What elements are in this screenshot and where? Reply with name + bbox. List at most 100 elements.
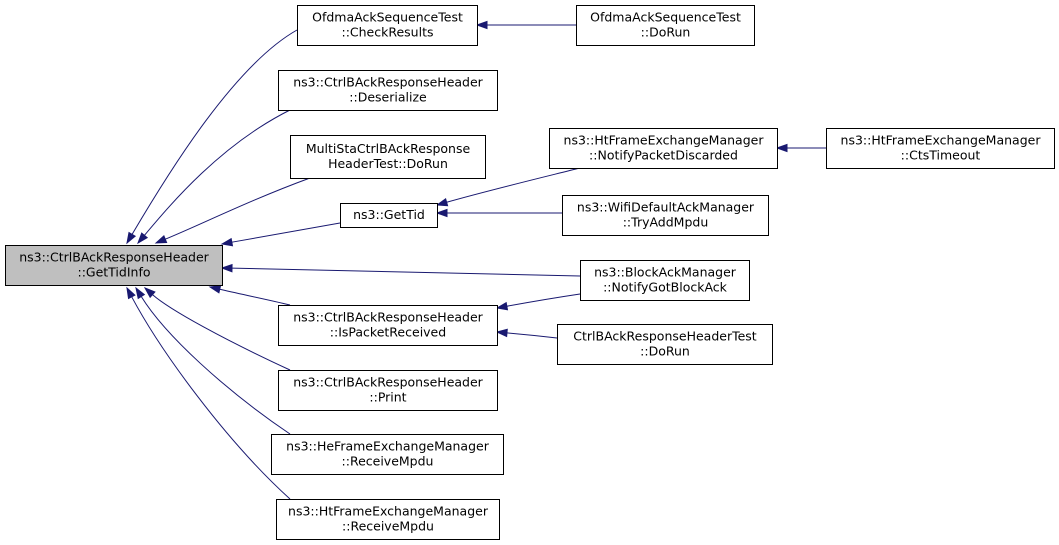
nodes-layer: ns3::CtrlBAckResponseHeader::GetTidInfo O… xyxy=(5,5,1055,540)
arrowhead xyxy=(220,263,233,273)
node-label-line: ::ReceiveMpdu xyxy=(342,519,434,534)
node-label-line: ns3::GetTid xyxy=(353,207,425,222)
node-ispacket[interactable]: ns3::CtrlBAckResponseHeader::IsPacketRec… xyxy=(278,305,498,346)
edge-he_receive-to-root xyxy=(135,286,291,435)
node-label-line: ns3::CtrlBAckResponseHeader xyxy=(19,250,209,265)
node-label-line: ns3::CtrlBAckResponseHeader xyxy=(293,310,483,325)
node-label-line: ns3::HtFrameExchangeManager xyxy=(288,504,489,519)
node-label-line: MultiStaCtrlBAckResponse xyxy=(306,141,471,156)
edge-line xyxy=(165,177,311,240)
node-box[interactable] xyxy=(297,5,478,46)
node-box[interactable] xyxy=(576,5,755,46)
node-label-line: ns3::CtrlBAckResponseHeader xyxy=(293,375,483,390)
node-label-line: ::CheckResults xyxy=(341,25,433,40)
node-ofdma_check[interactable]: OfdmaAckSequenceTest::CheckResults xyxy=(297,5,478,46)
node-box[interactable] xyxy=(340,203,438,228)
arrowhead xyxy=(126,231,137,245)
edge-line xyxy=(219,288,291,306)
edges-layer xyxy=(126,20,826,500)
edge-line xyxy=(506,293,581,307)
node-label-line: ::NotifyGotBlockAck xyxy=(603,280,728,295)
node-box[interactable] xyxy=(278,70,498,111)
node-box[interactable] xyxy=(557,324,773,365)
arrowhead xyxy=(435,208,448,218)
node-print[interactable]: ns3::CtrlBAckResponseHeader::Print xyxy=(278,370,498,411)
node-label-line: ::GetTidInfo xyxy=(77,265,150,280)
edge-blockack-to-root xyxy=(220,263,581,277)
node-ht_receive[interactable]: ns3::HtFrameExchangeManager::ReceiveMpdu xyxy=(276,499,500,540)
arrowhead xyxy=(435,197,449,207)
arrowhead xyxy=(208,285,222,294)
edge-blockack-to-ispacket xyxy=(495,293,581,311)
edge-line xyxy=(140,296,291,435)
node-ctrltest[interactable]: CtrlBAckResponseHeaderTest::DoRun xyxy=(557,324,773,365)
edge-line xyxy=(131,296,291,500)
node-label-line: ns3::CtrlBAckResponseHeader xyxy=(293,75,483,90)
node-multista[interactable]: MultiStaCtrlBAckResponseHeaderTest::DoRu… xyxy=(290,135,486,179)
arrowhead xyxy=(143,287,156,299)
edge-line xyxy=(152,294,291,371)
node-label-line: ::Deserialize xyxy=(349,90,427,105)
arrowhead xyxy=(220,237,234,247)
edge-wifi_ack-to-gettid xyxy=(435,208,562,218)
node-box[interactable] xyxy=(271,434,504,475)
node-root[interactable]: ns3::CtrlBAckResponseHeader::GetTidInfo xyxy=(5,245,223,286)
edge-ht_receive-to-root xyxy=(126,286,291,500)
edge-line xyxy=(144,109,291,236)
node-label-line: ::Print xyxy=(369,390,406,405)
edge-deserialize-to-root xyxy=(137,109,291,245)
node-box[interactable] xyxy=(276,499,500,540)
node-label-line: ns3::BlockAckManager xyxy=(594,265,737,280)
edge-gettid-to-root xyxy=(220,222,341,247)
node-label-line: ns3::HtFrameExchangeManager xyxy=(564,133,765,148)
node-label-line: ns3::HtFrameExchangeManager xyxy=(841,133,1042,148)
node-box[interactable] xyxy=(290,135,486,179)
edge-line xyxy=(231,267,581,277)
node-label-line: ::TryAddMpdu xyxy=(623,215,709,230)
node-label-line: OfdmaAckSequenceTest xyxy=(312,10,463,25)
arrowhead xyxy=(154,235,168,244)
node-label-line: ns3::HeFrameExchangeManager xyxy=(286,439,490,454)
edge-ofdma_dorun-to-ofdma_check xyxy=(475,20,576,30)
node-ht_cts[interactable]: ns3::HtFrameExchangeManager::CtsTimeout xyxy=(826,128,1055,169)
edge-print-to-root xyxy=(143,287,291,371)
arrowhead xyxy=(475,20,488,30)
node-label-line: ::IsPacketReceived xyxy=(330,325,446,340)
node-wifi_ack[interactable]: ns3::WifiDefaultAckManager::TryAddMpdu xyxy=(562,195,769,236)
node-label-line: ::NotifyPacketDiscarded xyxy=(589,148,738,163)
edge-ctrltest-to-ispacket xyxy=(495,328,558,339)
node-box[interactable] xyxy=(278,305,498,346)
node-box[interactable] xyxy=(278,370,498,411)
edge-ht_notify-to-gettid xyxy=(435,167,581,207)
node-label-line: CtrlBAckResponseHeaderTest xyxy=(573,329,757,344)
arrowhead xyxy=(495,301,509,311)
node-label-line: ::DoRun xyxy=(640,344,690,359)
node-box[interactable] xyxy=(549,128,778,169)
arrowhead xyxy=(135,286,146,300)
arrowhead xyxy=(137,232,149,245)
edge-line xyxy=(446,167,581,203)
node-blockack[interactable]: ns3::BlockAckManager::NotifyGotBlockAck xyxy=(580,260,750,301)
edge-ofdma_check-to-root xyxy=(126,29,298,245)
node-label-line: HeaderTest::DoRun xyxy=(328,156,448,171)
edge-line xyxy=(506,332,558,339)
node-ht_notify[interactable]: ns3::HtFrameExchangeManager::NotifyPacke… xyxy=(549,128,778,169)
node-ofdma_dorun[interactable]: OfdmaAckSequenceTest::DoRun xyxy=(576,5,755,46)
arrowhead xyxy=(775,143,788,153)
node-box[interactable] xyxy=(5,245,223,286)
node-label-line: OfdmaAckSequenceTest xyxy=(590,10,741,25)
node-label-line: ::DoRun xyxy=(641,25,691,40)
arrowhead xyxy=(126,286,136,300)
edge-line xyxy=(231,222,341,243)
node-deserialize[interactable]: ns3::CtrlBAckResponseHeader::Deserialize xyxy=(278,70,498,111)
node-he_receive[interactable]: ns3::HeFrameExchangeManager::ReceiveMpdu xyxy=(271,434,504,475)
node-box[interactable] xyxy=(580,260,750,301)
node-label-line: ns3::WifiDefaultAckManager xyxy=(577,200,755,215)
node-box[interactable] xyxy=(826,128,1055,169)
arrowhead xyxy=(495,328,508,338)
edge-line xyxy=(131,29,298,235)
node-gettid[interactable]: ns3::GetTid xyxy=(340,203,438,228)
node-box[interactable] xyxy=(562,195,769,236)
node-label-line: ::CtsTimeout xyxy=(901,148,981,163)
